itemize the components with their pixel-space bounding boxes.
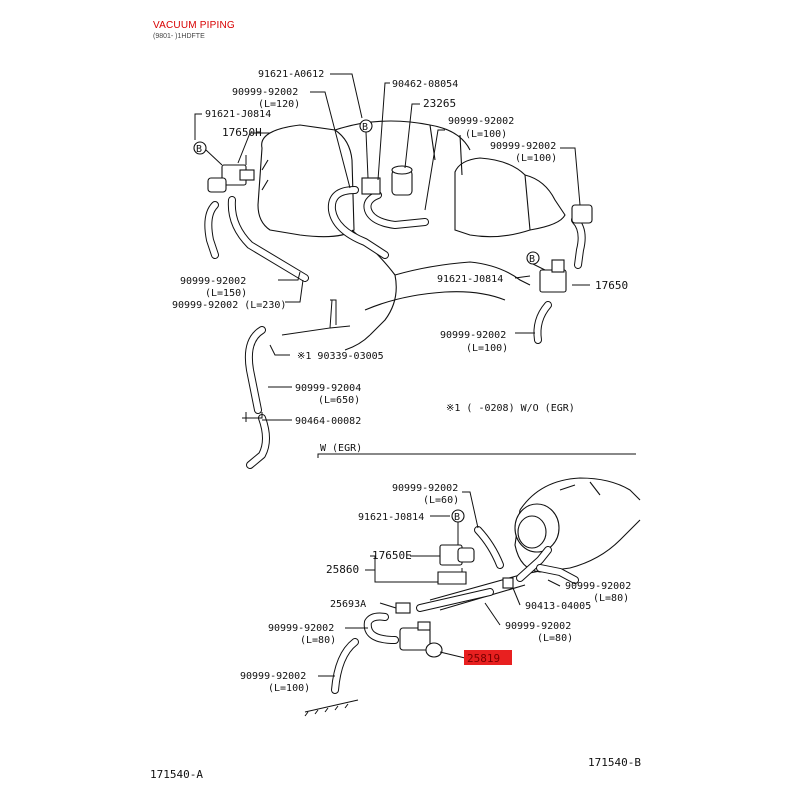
clip-b-callout-2: B bbox=[359, 119, 373, 179]
label-wegr: W (EGR) bbox=[320, 443, 362, 454]
vsv-17650-right bbox=[539, 204, 593, 293]
top-leader-lines bbox=[194, 73, 590, 421]
egr-vacuum-hoses bbox=[331, 526, 579, 694]
part-25819-highlight bbox=[464, 650, 512, 665]
label-90464-00082: 90464-00082 bbox=[295, 416, 361, 427]
label-17650: 17650 bbox=[595, 279, 628, 292]
label-note1: ※1 ( -0208) W/O (EGR) bbox=[446, 403, 575, 414]
ground-line bbox=[304, 699, 359, 717]
label-90999-92002-100c: 90999-92002 bbox=[440, 330, 506, 341]
label-l60: (L=60) bbox=[423, 495, 459, 506]
diagram-subtitle: (9801- )1HDFTE bbox=[153, 33, 205, 40]
label-91621-J0814-b: 91621-J0814 bbox=[437, 274, 503, 285]
fitting-90413 bbox=[502, 577, 514, 589]
label-l100b: (L=100) bbox=[515, 153, 557, 164]
label-90999-92002-150: 90999-92002 bbox=[180, 276, 246, 287]
ref-code-b: 171540-B bbox=[588, 756, 641, 769]
egr-labels: 90999-92002 (L=60) 91621-J0814 17650E 25… bbox=[240, 483, 631, 694]
ref-code-a: 171540-A bbox=[150, 768, 203, 781]
bracket-25860 bbox=[437, 571, 467, 585]
label-90999-92002-230: 90999-92002 (L=230) bbox=[172, 300, 286, 311]
clip-b-callout-4: B bbox=[451, 509, 465, 545]
diagram-title: VACUUM PIPING bbox=[153, 20, 235, 31]
svg-text:B: B bbox=[454, 512, 460, 523]
w-egr-section-frame: W (EGR) bbox=[317, 443, 636, 458]
label-90999-92002-100d: 90999-92002 bbox=[240, 671, 306, 682]
label-91621-J0814-a: 91621-J0814 bbox=[205, 109, 271, 120]
label-90462-08054: 90462-08054 bbox=[392, 79, 458, 90]
label-l150: (L=150) bbox=[205, 288, 247, 299]
clip-b-callout-3: B bbox=[526, 251, 546, 271]
label-90999-92002-60: 90999-92002 bbox=[392, 483, 458, 494]
fitting-25693A bbox=[395, 602, 411, 614]
label-25860: 25860 bbox=[326, 563, 359, 576]
label-91621-A0612: 91621-A0612 bbox=[258, 69, 324, 80]
svg-text:B: B bbox=[529, 254, 535, 265]
label-90999-92002-100b: 90999-92002 bbox=[490, 141, 556, 152]
label-23265: 23265 bbox=[423, 97, 456, 110]
egr-leader-lines bbox=[318, 491, 561, 677]
label-90413-04005: 90413-04005 bbox=[525, 601, 591, 612]
vsv-25819 bbox=[399, 621, 443, 658]
label-l100a: (L=100) bbox=[465, 129, 507, 140]
label-90999-92002-120: 90999-92002 bbox=[232, 87, 298, 98]
svg-text:B: B bbox=[196, 144, 202, 155]
label-l80c: (L=80) bbox=[300, 635, 336, 646]
label-90999-92002-80b: 90999-92002 bbox=[505, 621, 571, 632]
label-l100d: (L=100) bbox=[268, 683, 310, 694]
label-90999-92002-80c: 90999-92002 bbox=[268, 623, 334, 634]
bracket-90339 bbox=[281, 299, 351, 336]
label-25693A: 25693A bbox=[330, 599, 366, 610]
svg-text:B: B bbox=[362, 122, 368, 133]
vsv-23265 bbox=[361, 165, 413, 196]
label-l100c: (L=100) bbox=[466, 343, 508, 354]
label-l120: (L=120) bbox=[258, 99, 300, 110]
label-l80a: (L=80) bbox=[593, 593, 629, 604]
clip-90464 bbox=[242, 412, 263, 422]
label-90999-92002-100a: 90999-92002 bbox=[448, 116, 514, 127]
label-25819: 25819 bbox=[467, 652, 500, 665]
engine-body-outline bbox=[257, 120, 566, 351]
label-l650: (L=650) bbox=[318, 395, 360, 406]
label-17650E: 17650E bbox=[372, 549, 412, 562]
label-l80b: (L=80) bbox=[537, 633, 573, 644]
top-labels: 91621-A0612 90462-08054 90999-92002 (L=1… bbox=[172, 69, 628, 427]
label-90999-92002-80a: 90999-92002 bbox=[565, 581, 631, 592]
clip-b-callout-1: B bbox=[193, 141, 223, 166]
label-17650H: 17650H bbox=[222, 126, 262, 139]
label-90339-03005: ※1 90339-03005 bbox=[297, 351, 384, 362]
label-90999-92004: 90999-92004 bbox=[295, 383, 361, 394]
label-91621-J0814-c: 91621-J0814 bbox=[358, 512, 424, 523]
vsv-17650E bbox=[439, 544, 475, 576]
vsv-17650H bbox=[207, 155, 255, 193]
